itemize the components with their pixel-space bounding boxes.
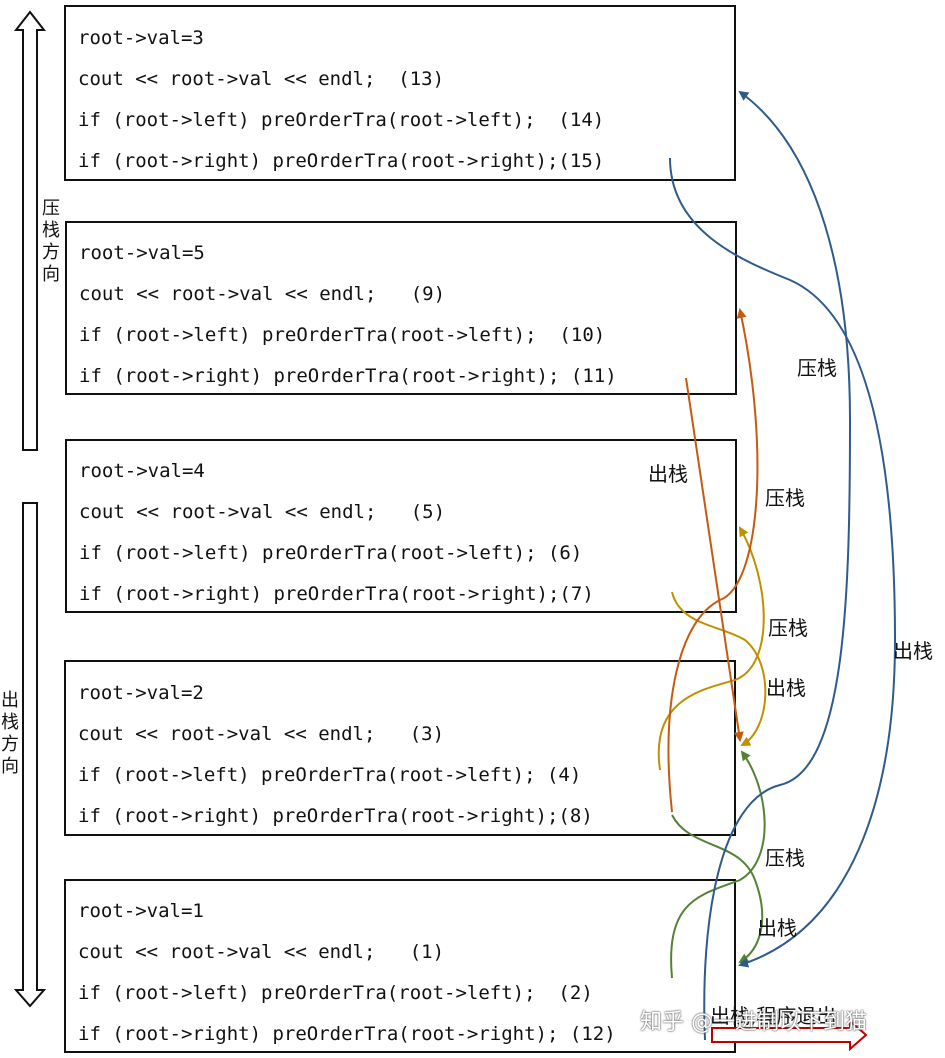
code-line: if (root->left) preOrderTra(root->left);… — [79, 542, 583, 564]
arrow-label-pop-3: 出栈 — [766, 676, 806, 700]
arrow-push-12-to-val3 — [703, 90, 852, 1041]
stack-frame-val-1: root->val=1 cout << root->val << endl; (… — [64, 879, 736, 1053]
code-line: root->val=4 — [79, 460, 205, 482]
arrow-push-4-to-val4 — [657, 526, 765, 771]
code-line: if (root->left) preOrderTra(root->left);… — [78, 982, 593, 1004]
arrow-label-pop-exit: 出栈,程序退出 — [710, 1004, 837, 1028]
arrow-pop-8-to-val1 — [671, 814, 764, 964]
arrow-label-push-4: 压栈 — [765, 846, 805, 870]
arrow-push-2-to-val2 — [670, 750, 766, 979]
code-line: if (root->left) preOrderTra(root->left);… — [79, 324, 606, 346]
arrow-label-push-2: 压栈 — [765, 486, 805, 510]
arrow-pop-7-to-val2 — [671, 591, 767, 746]
code-line: if (root->left) preOrderTra(root->left);… — [78, 764, 582, 786]
program-exit-arrow — [711, 1018, 868, 1052]
code-line: root->val=3 — [78, 27, 204, 49]
code-line: cout << root->val << endl; (1) — [78, 941, 445, 963]
pop-direction-label: 出栈方向 — [0, 690, 20, 778]
code-line: if (root->right) preOrderTra(root->right… — [78, 150, 605, 172]
code-line: root->val=1 — [78, 900, 204, 922]
code-line: if (root->right) preOrderTra(root->right… — [78, 1023, 616, 1045]
code-line: if (root->right) preOrderTra(root->right… — [79, 583, 594, 605]
arrow-pop-15-to-val1 — [669, 157, 897, 968]
code-line: if (root->right) preOrderTra(root->right… — [78, 805, 593, 827]
arrow-label-push-3: 压栈 — [768, 616, 808, 640]
code-line: cout << root->val << endl; (9) — [79, 283, 446, 305]
pop-direction-arrow — [13, 502, 47, 1008]
stack-frame-val-3: root->val=3 cout << root->val << endl; (… — [64, 5, 736, 181]
arrow-pop-11-to-val2 — [685, 377, 744, 742]
code-line: root->val=2 — [78, 682, 204, 704]
push-direction-label: 压栈方向 — [41, 198, 61, 286]
code-line: cout << root->val << endl; (3) — [78, 723, 445, 745]
code-line: if (root->left) preOrderTra(root->left);… — [78, 109, 605, 131]
code-line: cout << root->val << endl; (5) — [79, 501, 446, 523]
arrow-label-pop-2: 出栈 — [893, 639, 933, 663]
arrow-label-push-1: 压栈 — [797, 356, 837, 380]
push-direction-arrow — [13, 10, 47, 451]
code-line: root->val=5 — [79, 242, 205, 264]
code-line: cout << root->val << endl; (13) — [78, 68, 445, 90]
arrow-label-pop-1: 出栈 — [648, 462, 688, 486]
code-line: if (root->right) preOrderTra(root->right… — [79, 365, 617, 387]
stack-frame-val-2: root->val=2 cout << root->val << endl; (… — [64, 660, 736, 836]
stack-frame-val-5: root->val=5 cout << root->val << endl; (… — [65, 221, 737, 395]
arrow-label-pop-4: 出栈 — [757, 916, 797, 940]
stack-frame-val-4: root->val=4 cout << root->val << endl; (… — [65, 439, 737, 613]
watermark: 知乎 @一进制以下到猫 — [640, 1010, 867, 1035]
